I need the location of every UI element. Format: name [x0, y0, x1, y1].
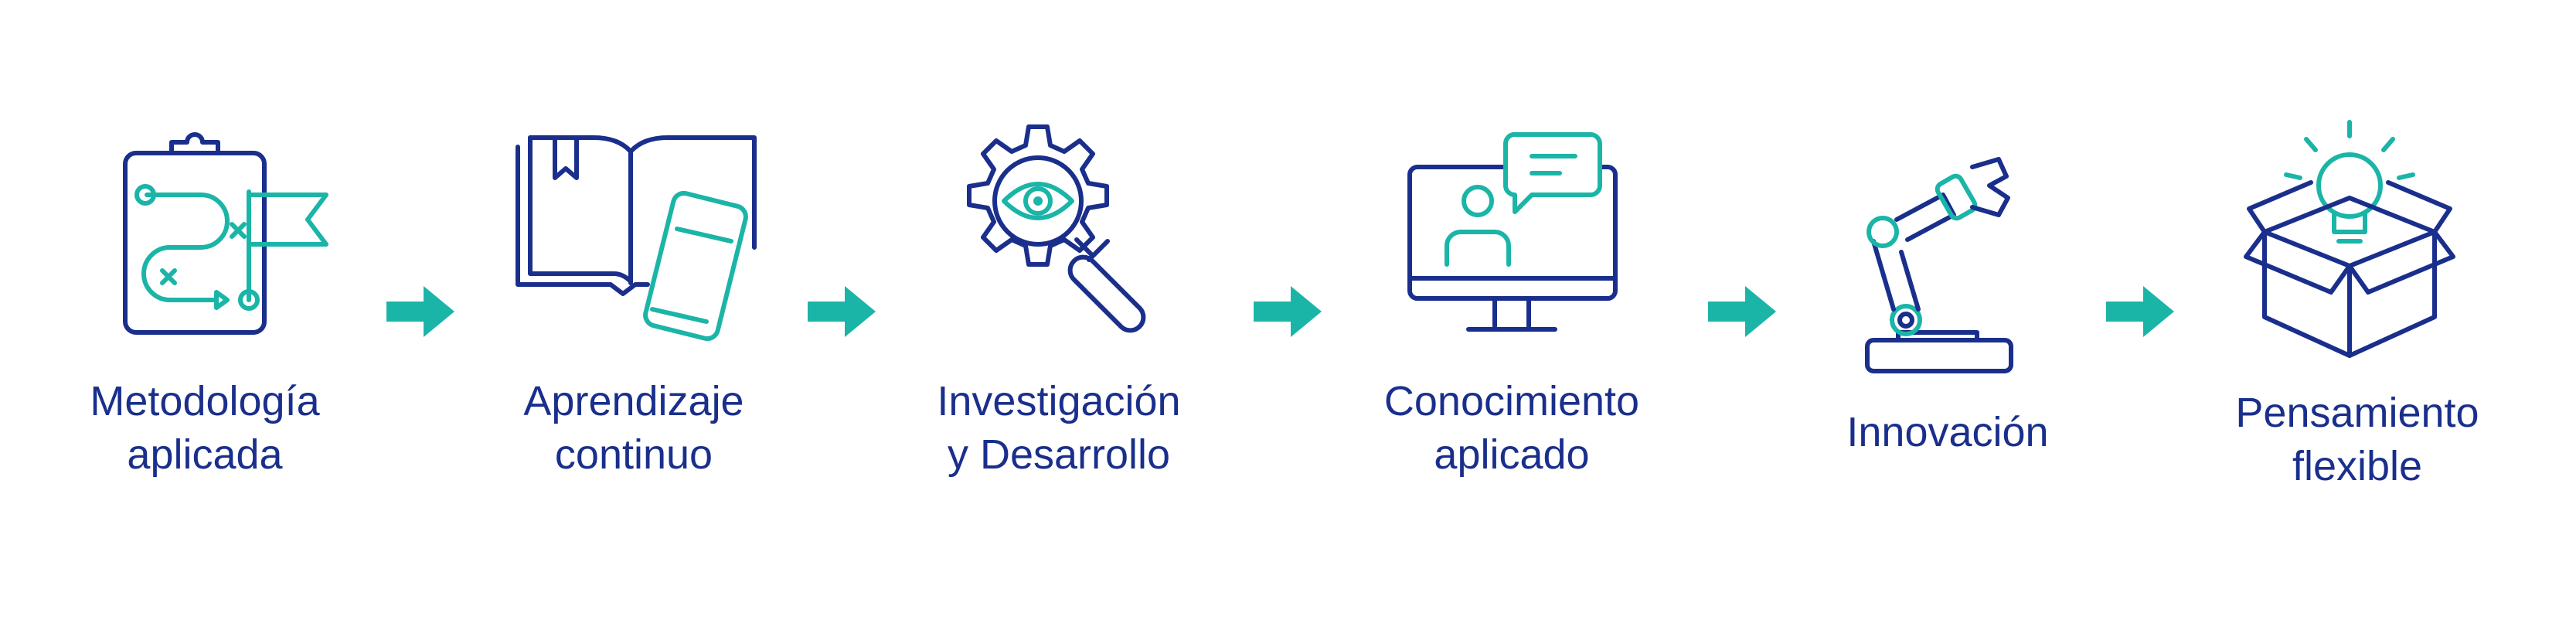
- step-label-line2: aplicado: [1434, 431, 1590, 479]
- arrow-right-icon: [1254, 286, 1322, 337]
- step-label: Investigación y Desarrollo: [858, 375, 1260, 482]
- arrow-right-icon: [2106, 286, 2174, 337]
- step-label-line2: continuo: [554, 431, 713, 479]
- step-label: Metodología aplicada: [4, 375, 406, 482]
- step-label: Pensamiento flexible: [2156, 387, 2558, 493]
- step-label-line2: aplicada: [127, 431, 283, 479]
- step-label-line1: Pensamiento: [2235, 390, 2479, 436]
- arrow-right-icon: [808, 286, 876, 337]
- step-label-line1: Investigación: [937, 378, 1181, 424]
- step-label-line1: Metodología: [90, 378, 320, 424]
- step-label-line2: flexible: [2292, 443, 2423, 490]
- step-label: Innovación: [1747, 406, 2149, 459]
- step-label-line1: Innovación: [1846, 409, 2049, 455]
- arrow-right-icon: [386, 286, 454, 337]
- box-lightbulb-icon: [2241, 116, 2458, 363]
- monitor-person-chat-icon: [1407, 124, 1623, 340]
- arrow-right-icon: [1708, 286, 1776, 337]
- step-label-line1: Aprendizaje: [523, 378, 744, 424]
- robotic-arm-icon: [1863, 147, 2033, 379]
- gear-eye-magnifier-icon: [955, 124, 1179, 348]
- clipboard-map-flag-icon: [116, 124, 332, 340]
- step-label: Aprendizaje continuo: [433, 375, 835, 482]
- step-label-line2: y Desarrollo: [947, 431, 1171, 479]
- book-and-tablet-icon: [510, 124, 757, 342]
- step-label: Conocimiento aplicado: [1311, 375, 1713, 482]
- step-label-line1: Conocimiento: [1383, 378, 1640, 424]
